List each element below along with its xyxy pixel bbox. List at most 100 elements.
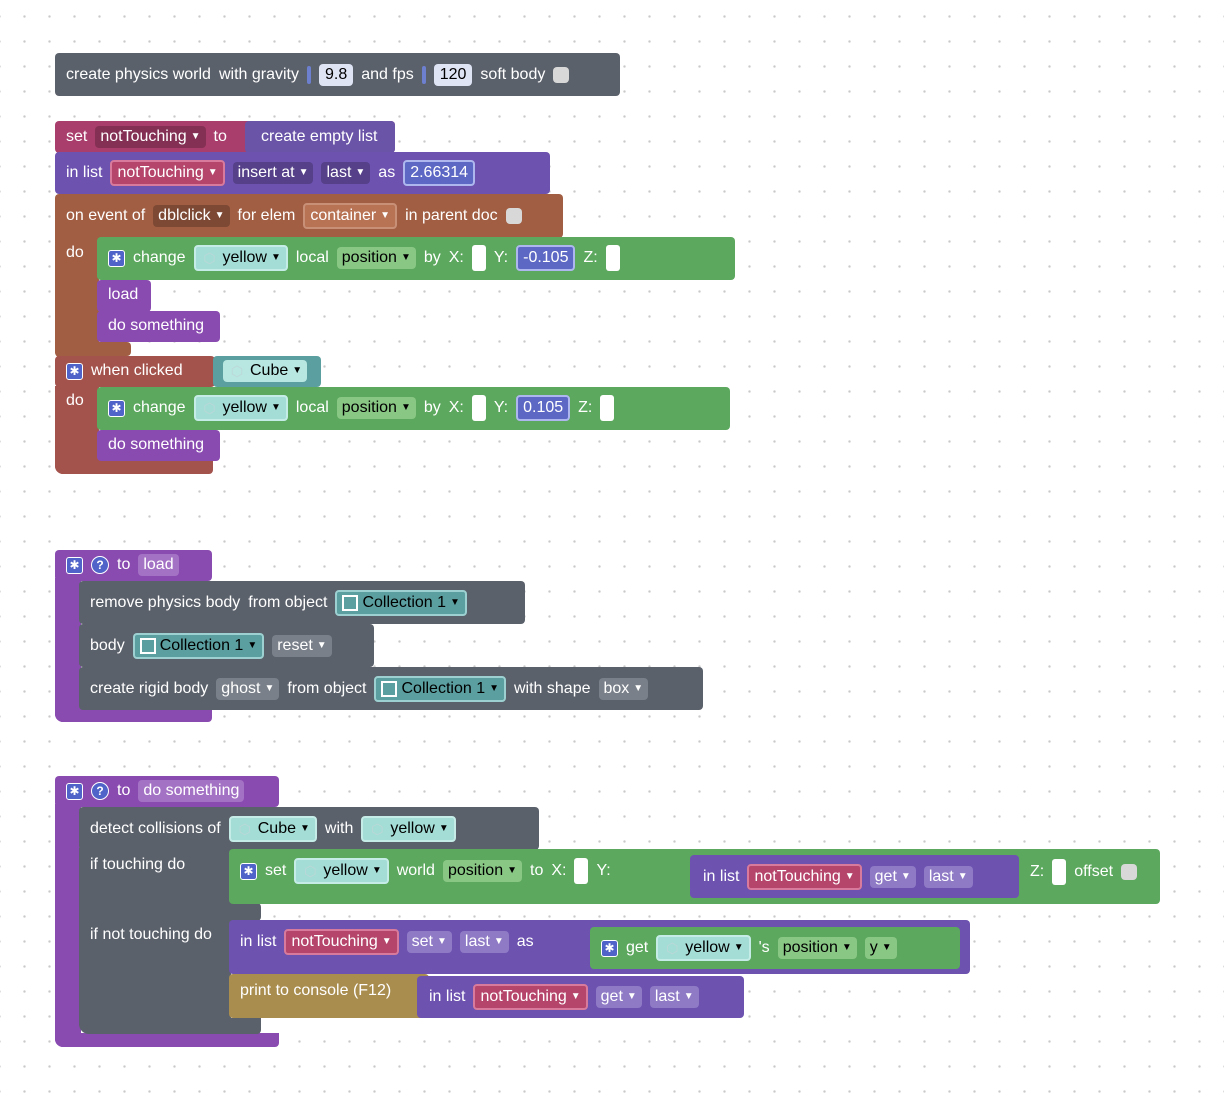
input-value: 0.105 (523, 399, 564, 416)
where-dropdown[interactable]: last▼ (321, 162, 371, 184)
list-insert-block[interactable]: in list notTouching▼ insert at▼ last▼ as… (55, 152, 550, 194)
y-input[interactable]: 0.105 (516, 395, 571, 421)
chevron-down-icon: ▼ (292, 365, 303, 376)
where-dropdown[interactable]: last▼ (923, 866, 973, 888)
offset-checkbox[interactable] (1121, 864, 1138, 880)
gravity-input[interactable]: 9.8 (318, 64, 354, 86)
print-list-get-block[interactable]: in list notTouching▼ get▼ last▼ (417, 976, 744, 1018)
variable-dropdown[interactable]: notTouching▼ (110, 160, 225, 186)
remove-physics-body-block[interactable]: remove physics body from object Collecti… (79, 581, 525, 624)
function-name-input[interactable]: do something (138, 780, 245, 802)
property-dropdown[interactable]: position▼ (336, 397, 416, 419)
cube-icon: ⬡ (230, 363, 244, 379)
x-empty-slot[interactable] (574, 858, 589, 884)
create-physics-world-block[interactable]: create physics world with gravity 9.8 an… (55, 53, 620, 96)
property-dropdown[interactable]: position▼ (336, 247, 416, 269)
get-dropdown[interactable]: get▼ (595, 986, 642, 1008)
get-property-block[interactable]: ✱ get ⬡yellow▼ 's position▼ y▼ (590, 927, 960, 969)
help-icon[interactable]: ? (91, 782, 109, 800)
collection-dropdown[interactable]: Collection 1▼ (132, 633, 265, 659)
gear-icon[interactable]: ✱ (66, 362, 83, 380)
object-dropdown[interactable]: ⬡Cube▼ (223, 360, 308, 382)
mode-dropdown[interactable]: set▼ (406, 931, 452, 953)
mode-dropdown[interactable]: insert at▼ (232, 162, 314, 184)
event-dropdown[interactable]: dblclick▼ (153, 205, 230, 227)
function-do-something-bottom (55, 1033, 279, 1047)
create-rigid-body-block[interactable]: create rigid body ghost▼ from object Col… (79, 667, 703, 710)
object-dropdown[interactable]: ⬡Cube▼ (228, 816, 317, 842)
z-label: Z: (583, 249, 598, 266)
print-console-block[interactable]: print to console (F12) (229, 974, 429, 1018)
get-dropdown[interactable]: get▼ (869, 866, 916, 888)
body-action-dropdown[interactable]: reset▼ (272, 635, 332, 657)
dropdown-value: last (928, 868, 954, 885)
on-event-block[interactable]: on event of dblclick▼ for elem container… (55, 194, 563, 238)
chevron-down-icon: ▼ (437, 936, 447, 947)
call-do-something-block-1[interactable]: do something (97, 311, 220, 342)
fps-input[interactable]: 120 (433, 64, 473, 86)
y-input[interactable]: -0.105 (516, 245, 576, 271)
z-empty-slot[interactable] (1052, 859, 1067, 885)
collection-dropdown[interactable]: Collection 1▼ (335, 590, 467, 616)
gear-icon[interactable]: ✱ (108, 249, 125, 267)
function-load-header[interactable]: ✱ ? to load (55, 550, 212, 581)
gear-icon[interactable]: ✱ (601, 939, 618, 957)
gear-icon[interactable]: ✱ (108, 399, 125, 417)
call-load-block[interactable]: load (97, 280, 151, 312)
cube-icon: ⬡ (304, 863, 317, 879)
object-dropdown[interactable]: ⬡yellow▼ (294, 858, 389, 884)
object-dropdown[interactable]: ⬡yellow▼ (193, 245, 288, 271)
elem-dropdown[interactable]: container▼ (303, 203, 398, 229)
list-get-block[interactable]: in list notTouching▼ get▼ last▼ (690, 855, 1019, 898)
shape-dropdown[interactable]: box▼ (598, 678, 649, 700)
variable-dropdown[interactable]: notTouching▼ (95, 126, 206, 148)
gear-icon[interactable]: ✱ (66, 556, 83, 574)
x-empty-slot[interactable] (471, 245, 486, 271)
change-position-block-1[interactable]: ✱ change ⬡yellow▼ local position▼ by X: … (97, 237, 735, 280)
call-do-something-block-2[interactable]: do something (97, 430, 220, 461)
variable-dropdown[interactable]: notTouching▼ (473, 984, 588, 1010)
property-dropdown[interactable]: position▼ (442, 860, 523, 882)
dropdown-value: notTouching (291, 933, 378, 950)
z-empty-slot[interactable] (600, 395, 615, 421)
soft-body-checkbox[interactable] (553, 67, 570, 83)
clicked-object-dropdown-block[interactable]: ⬡Cube▼ (213, 356, 321, 387)
x-empty-slot[interactable] (471, 395, 486, 421)
function-do-something-arm (55, 804, 81, 1047)
from-object-label: from object (287, 680, 367, 697)
collection-dropdown[interactable]: Collection 1▼ (374, 676, 506, 702)
remove-physics-body-label: remove physics body (90, 594, 241, 611)
gravity-label: with gravity (218, 66, 299, 83)
if-not-touching-label: if not touching do (90, 926, 212, 943)
in-parent-doc-checkbox[interactable] (505, 208, 522, 224)
dropdown-value: position (782, 939, 838, 956)
create-rigid-body-label: create rigid body (90, 680, 209, 697)
when-clicked-block[interactable]: ✱ when clicked (55, 356, 215, 387)
chevron-down-icon: ▼ (507, 865, 518, 876)
help-icon[interactable]: ? (91, 556, 109, 574)
body-type-dropdown[interactable]: ghost▼ (216, 678, 280, 700)
gear-icon[interactable]: ✱ (240, 862, 257, 880)
function-do-something-header[interactable]: ✱ ? to do something (55, 776, 279, 807)
function-name-input[interactable]: load (138, 554, 179, 576)
variable-dropdown[interactable]: notTouching▼ (747, 864, 862, 890)
object-dropdown[interactable]: ⬡yellow▼ (361, 816, 456, 842)
set-label: set (66, 128, 88, 145)
cube-icon: ⬡ (238, 821, 251, 837)
change-label: change (133, 399, 186, 416)
object-dropdown[interactable]: ⬡yellow▼ (193, 395, 288, 421)
gear-icon[interactable]: ✱ (66, 782, 83, 800)
variable-dropdown[interactable]: notTouching▼ (284, 929, 399, 955)
axis-dropdown[interactable]: y▼ (864, 937, 897, 959)
create-empty-list-block[interactable]: create empty list (245, 121, 395, 153)
in-parent-doc-label: in parent doc (405, 207, 498, 224)
where-dropdown[interactable]: last▼ (459, 931, 509, 953)
where-dropdown[interactable]: last▼ (649, 986, 699, 1008)
property-dropdown[interactable]: position▼ (777, 937, 857, 959)
change-position-block-2[interactable]: ✱ change ⬡yellow▼ local position▼ by X: … (97, 387, 730, 430)
body-reset-block[interactable]: body Collection 1▼ reset▼ (79, 624, 374, 667)
z-empty-slot[interactable] (605, 245, 620, 271)
object-dropdown[interactable]: ⬡yellow▼ (656, 935, 751, 961)
detect-collisions-block[interactable]: detect collisions of ⬡Cube▼ with ⬡yellow… (79, 807, 539, 850)
value-input[interactable]: 2.66314 (403, 160, 476, 186)
